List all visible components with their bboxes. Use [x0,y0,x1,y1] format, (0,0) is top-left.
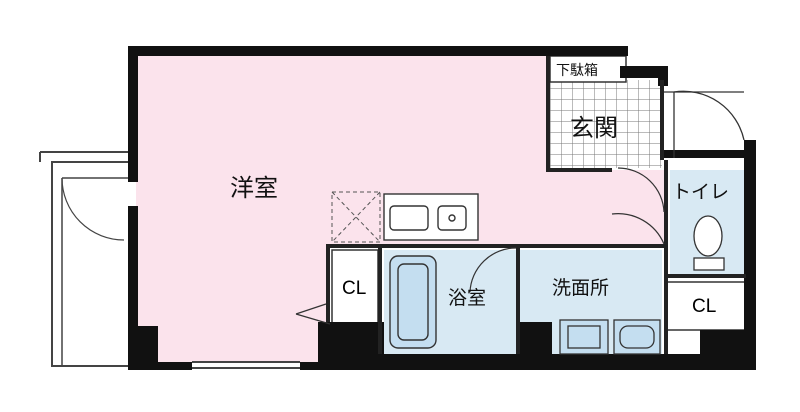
interior-walls [326,56,746,354]
walls [128,46,756,370]
kitchen-counter [383,193,479,241]
label-toilet: トイレ [672,181,729,203]
balcony [39,151,131,367]
fridge-space [331,191,381,243]
window-bottom [192,361,300,369]
entrance-floor [550,80,662,168]
toilet-door [611,167,665,245]
label-bathroom: 浴室 [448,287,486,309]
washing-machine [613,319,661,355]
label-shoe-box: 下駄箱 [556,63,598,79]
western-room-floor [136,54,610,362]
bathroom-door [469,247,517,293]
bathtub [389,255,437,349]
entry-door [664,90,745,158]
label-western-room: 洋室 [230,174,278,202]
closet-door [295,303,331,325]
label-washroom: 洗面所 [552,277,609,299]
label-closet-right: CL [692,296,716,317]
label-closet-left: CL [342,278,366,299]
toilet-fixture [693,215,725,271]
corridor-floor [610,170,666,246]
label-entrance: 玄関 [570,114,618,142]
washbasin [559,319,609,355]
closet-right-floor [665,281,747,331]
